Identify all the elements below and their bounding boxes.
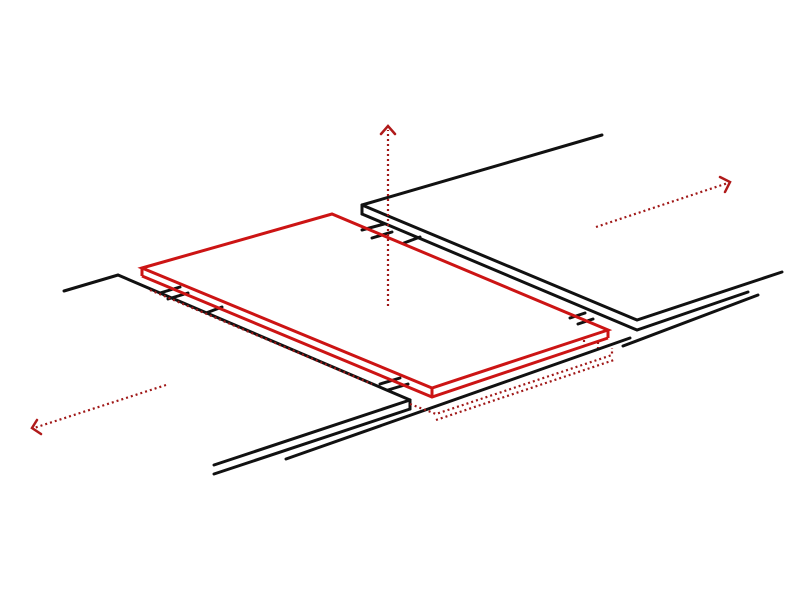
left-half-apron-line	[284, 336, 632, 461]
right-half-bottom-edge	[360, 212, 750, 332]
right-half-top-edge	[360, 203, 784, 322]
right-runner-slat	[568, 311, 587, 320]
leaf-ghost-top	[409, 348, 614, 416]
right-half-apron-line	[621, 293, 760, 348]
left-table-half	[62, 273, 632, 476]
left-half-top-edge	[62, 273, 412, 402]
left-half-hidden-edge	[149, 288, 373, 386]
left-runner-slat	[158, 285, 182, 295]
arrow-up-head-icon	[379, 124, 397, 136]
extension-leaf	[137, 212, 613, 399]
leaf-target-outline	[409, 340, 615, 422]
arrow-right-head-icon	[718, 175, 732, 194]
arrow-left	[30, 383, 167, 436]
right-half-back-edge	[360, 133, 604, 207]
arrow-right-shaft	[595, 181, 729, 229]
left-half-front-edge-bottom	[212, 407, 412, 476]
arrow-left-head-icon	[30, 418, 43, 436]
arrow-left-shaft	[33, 383, 167, 430]
arrow-up	[379, 124, 397, 306]
right-runner-slat	[402, 235, 422, 245]
leaf-bottom-edge	[141, 274, 609, 399]
leaf-ghost-bottom	[435, 358, 615, 422]
left-half-front-edge-top	[212, 398, 412, 467]
arrow-right	[595, 175, 732, 229]
